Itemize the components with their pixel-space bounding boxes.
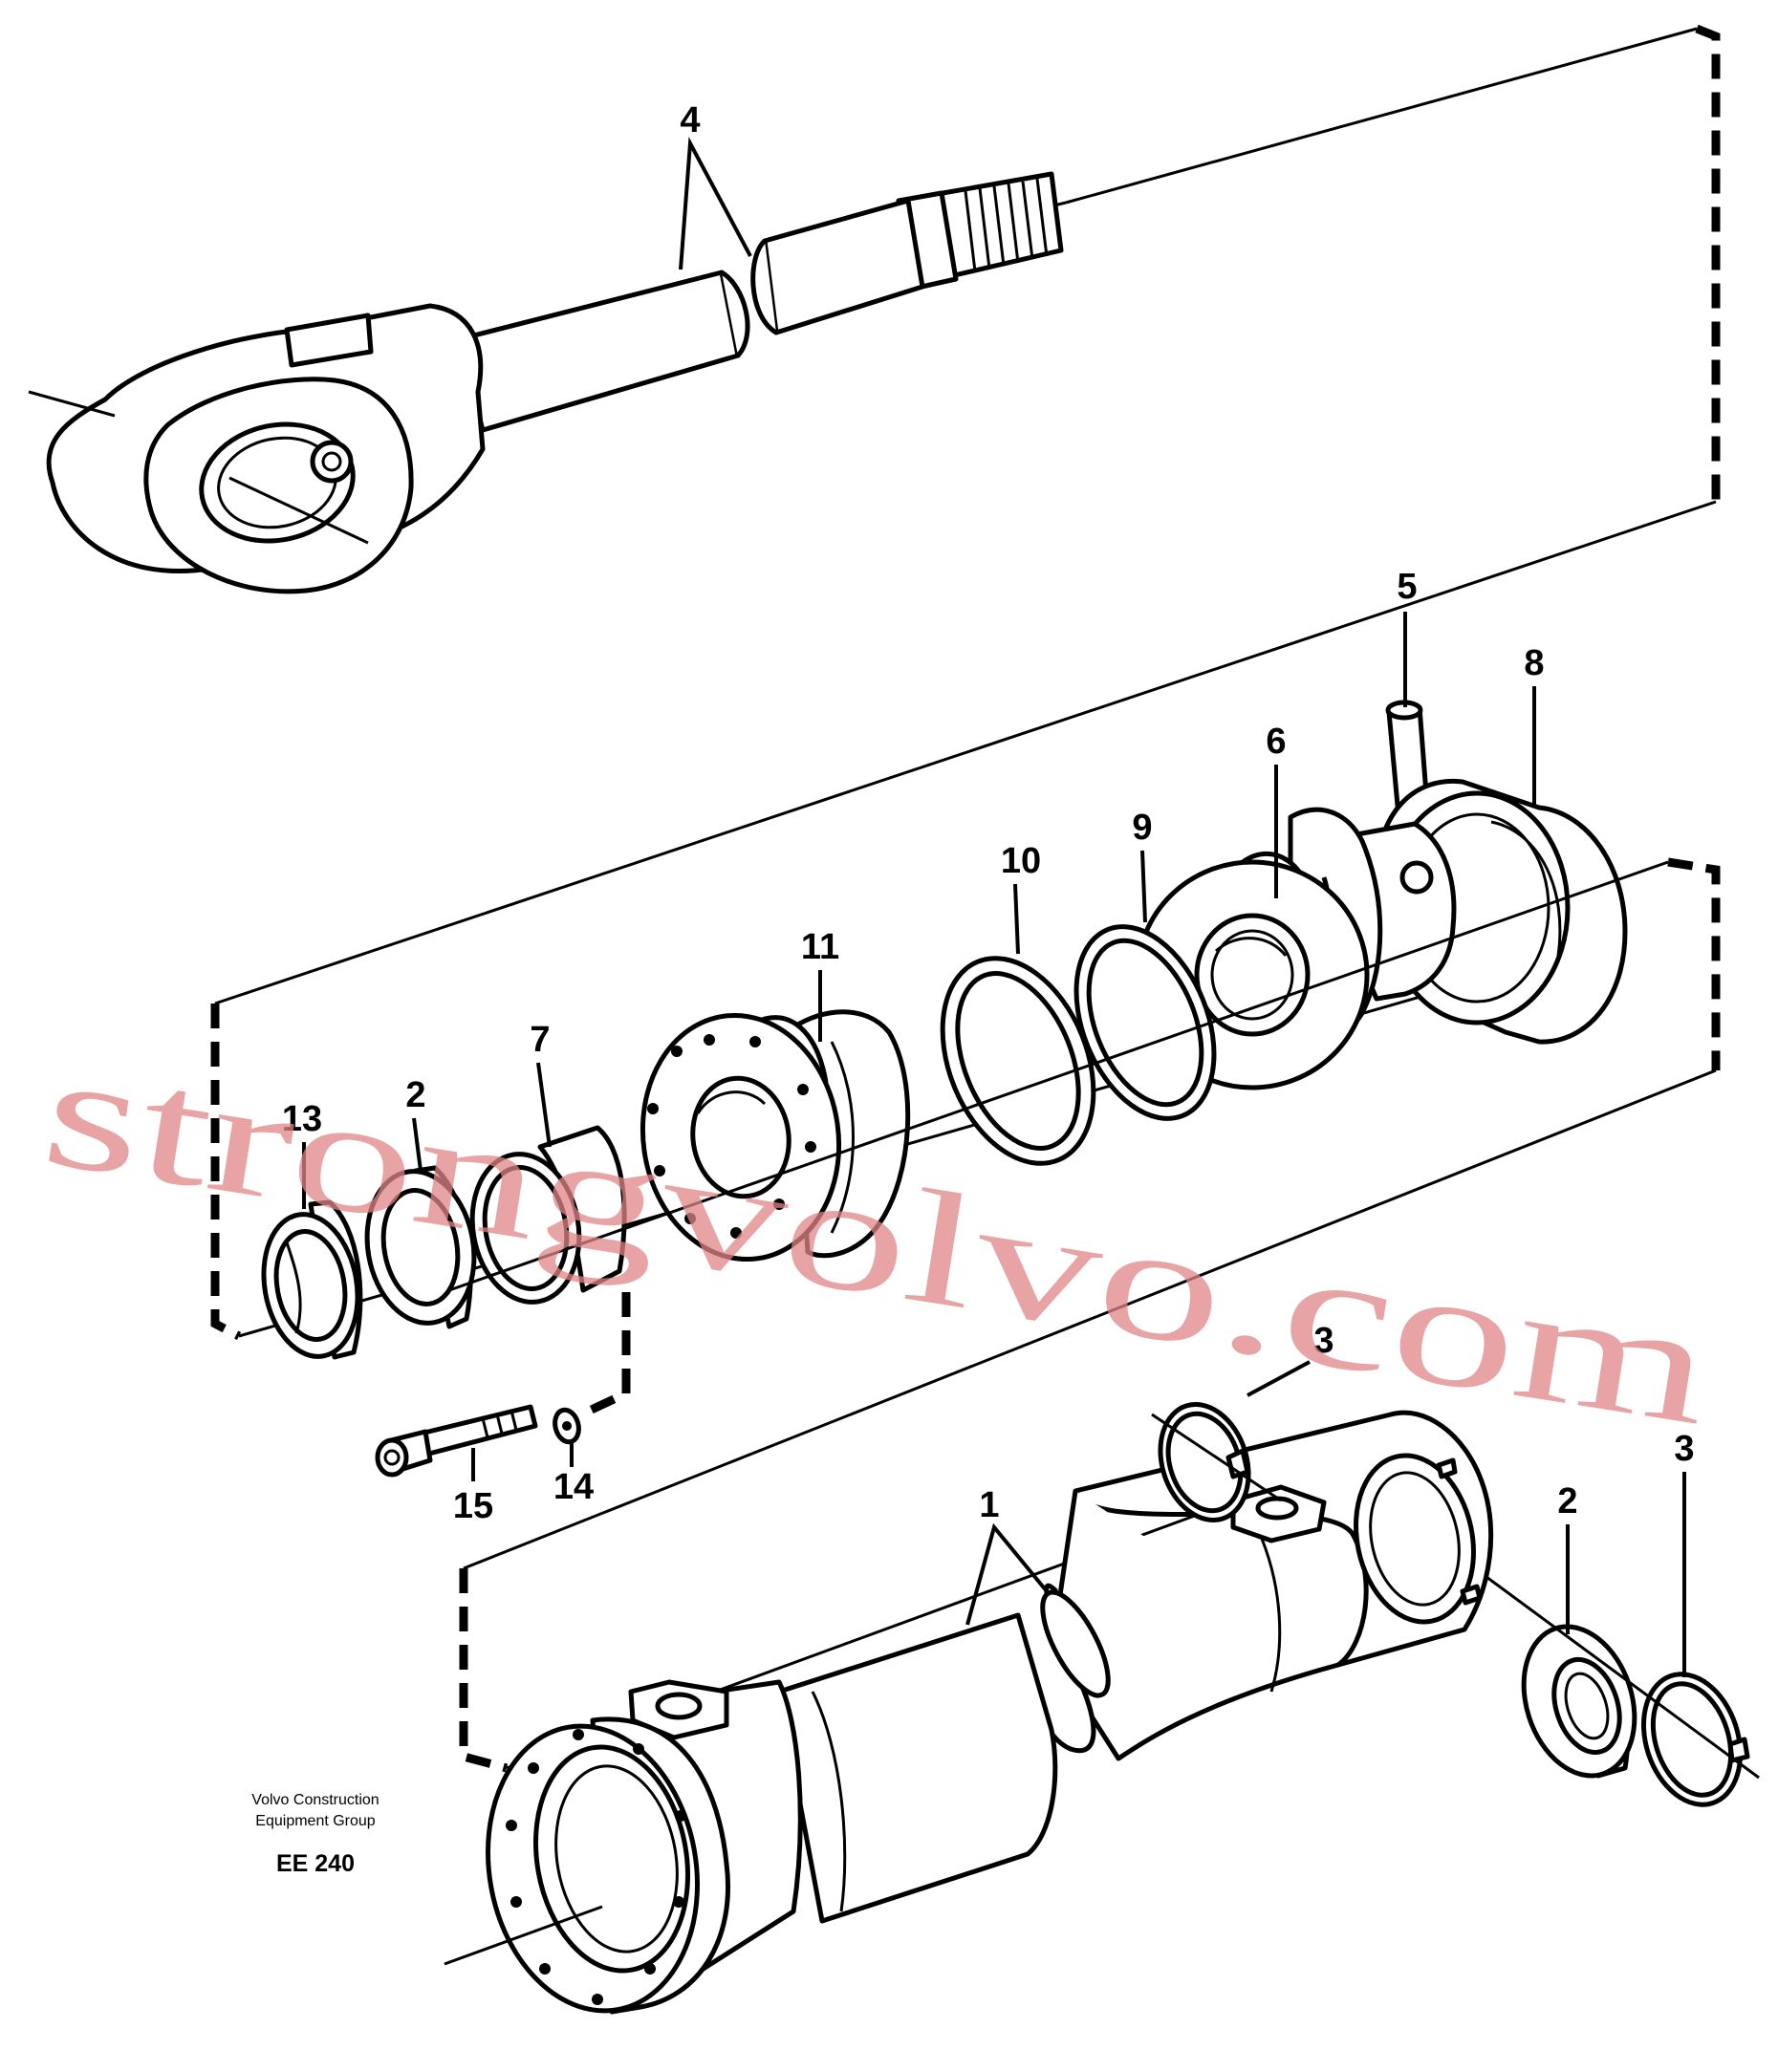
publisher-footer: Volvo Construction Equipment Group EE 24… bbox=[251, 1792, 379, 1877]
callout-14: 14 bbox=[553, 1467, 594, 1507]
callout-3-middle: 3 bbox=[1313, 1321, 1334, 1361]
callout-2-lower: 2 bbox=[1557, 1481, 1577, 1522]
piston-axis bbox=[448, 860, 1669, 1292]
callout-10: 10 bbox=[1001, 841, 1041, 881]
callout-15: 15 bbox=[453, 1486, 493, 1526]
callout-4: 4 bbox=[680, 100, 700, 140]
callout-1: 1 bbox=[979, 1485, 999, 1525]
seal-rings-part bbox=[940, 924, 1217, 1166]
callout-13: 13 bbox=[282, 1099, 322, 1139]
leader-lines bbox=[302, 136, 1686, 1677]
cylinder-head-part bbox=[640, 1009, 911, 1263]
drawing-code: EE 240 bbox=[276, 1850, 355, 1877]
callout-3-lower: 3 bbox=[1674, 1429, 1694, 1469]
lower-bearing-and-circlips-part bbox=[1151, 1401, 1760, 1807]
cylinder-tube-part bbox=[444, 1410, 1494, 2015]
callout-6: 6 bbox=[1266, 722, 1286, 762]
callout-2-upper: 2 bbox=[405, 1075, 425, 1115]
callout-9: 9 bbox=[1132, 808, 1152, 848]
wiper-ring-part bbox=[261, 1199, 363, 1360]
callout-labels: 4 5 8 6 9 10 11 7 2 13 3 14 15 1 2 3 bbox=[282, 100, 1695, 1526]
callout-5: 5 bbox=[1397, 567, 1417, 607]
callout-11: 11 bbox=[801, 927, 839, 967]
callout-8: 8 bbox=[1524, 643, 1544, 683]
callout-7: 7 bbox=[530, 1020, 550, 1060]
footer-line-2: Equipment Group bbox=[255, 1813, 376, 1829]
footer-line-1: Volvo Construction bbox=[251, 1792, 379, 1808]
piston-rod-part bbox=[28, 171, 1067, 594]
screw-and-washer-part bbox=[375, 1404, 581, 1478]
bushing-part bbox=[469, 1125, 627, 1305]
